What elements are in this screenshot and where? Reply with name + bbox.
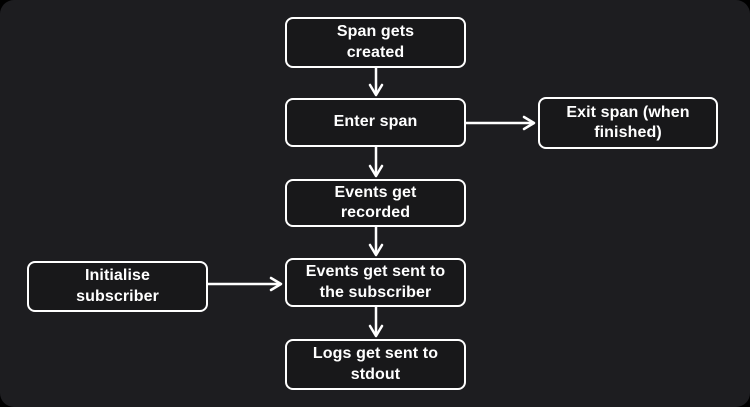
node-label-line: recorded (340, 204, 411, 221)
node-label-line: finished) (594, 124, 662, 141)
node-label-line: Events get (334, 183, 417, 201)
flow-node-events-recorded: Events get recorded (285, 179, 466, 227)
flow-node-initialise-subscriber: Initialise subscriber (27, 261, 208, 312)
node-label-line: Exit span (when (566, 103, 690, 121)
node-label-line: created (346, 43, 405, 61)
node-label-line: Events get sent to (305, 263, 446, 281)
flow-node-span-created: Span gets created (285, 17, 466, 68)
flow-node-logs-stdout: Logs get sent to stdout (285, 339, 466, 390)
flow-node-enter-span: Enter span (285, 98, 466, 147)
node-label-line: the subscriber (319, 283, 432, 301)
node-label-line: stdout (350, 365, 401, 383)
flow-node-events-sent: Events get sent to the subscriber (285, 258, 466, 307)
node-label-line: Enter span (333, 113, 418, 131)
node-label-line: Logs get sent to (312, 345, 439, 363)
node-label-line: Span gets (336, 23, 415, 41)
node-label-line: subscriber (76, 287, 159, 305)
node-label-line: Initialise (84, 267, 151, 285)
flow-node-exit-span: Exit span (when finished) (538, 97, 718, 149)
